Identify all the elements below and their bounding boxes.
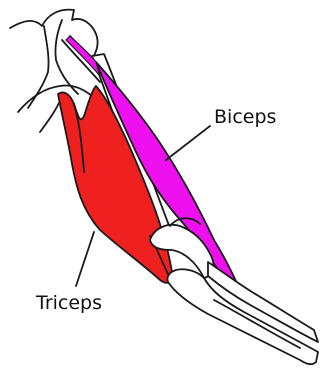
triceps-label: Triceps bbox=[35, 292, 102, 314]
scapula-edge bbox=[28, 26, 49, 108]
biceps-label: Biceps bbox=[214, 106, 276, 128]
biceps-leader-line bbox=[166, 126, 210, 160]
scapula-process bbox=[55, 20, 78, 94]
shoulder-contour bbox=[18, 85, 92, 112]
triceps-leader-line bbox=[76, 232, 94, 286]
